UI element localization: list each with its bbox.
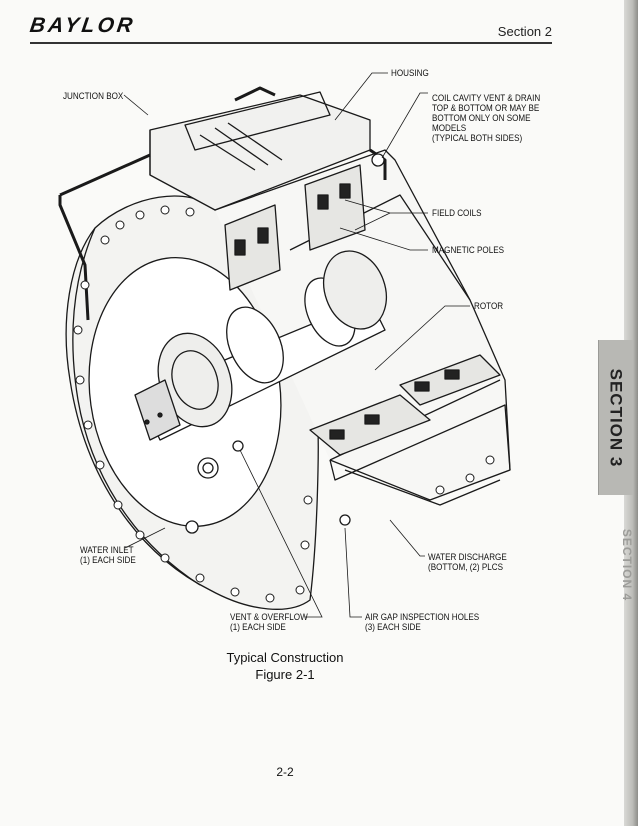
field-coil-lower-right: [399, 354, 501, 406]
callout-housing: HOUSING: [391, 68, 429, 78]
callout-rotor: ROTOR: [474, 301, 504, 311]
callout-air-gap: AIR GAP INSPECTION HOLES (3) EACH SIDE: [365, 612, 480, 632]
shaft-end: [134, 379, 181, 441]
callout-magnetic-poles: MAGNETIC POLES: [432, 245, 505, 255]
next-section-tab: SECTION 4: [620, 510, 634, 620]
pipe-top: [234, 86, 276, 102]
callout-junction-box: JUNCTION BOX: [63, 91, 124, 101]
callout-water-inlet: WATER INLET (1) EACH SIDE: [80, 545, 136, 565]
next-section-tab-label: SECTION 4: [620, 528, 635, 602]
field-coil-upper-left: [224, 204, 281, 291]
callout-vent-overflow: VENT & OVERFLOW (1) EACH SIDE: [230, 612, 308, 632]
rotor-disc-rear: [323, 250, 387, 330]
leader-coil-vent: [381, 92, 428, 159]
leader-water-discharge: [389, 519, 425, 557]
header-rule: [30, 42, 552, 44]
leader-housing: [334, 72, 388, 121]
section-tab-label: SECTION 3: [606, 368, 625, 467]
leader-water-inlet: [124, 527, 166, 549]
pipe-right: [369, 148, 387, 180]
leader-junction-box: [123, 94, 149, 116]
leader-rotor: [374, 305, 470, 371]
leader-field-coils: [344, 199, 428, 231]
pipe-left: [59, 153, 151, 197]
page-number: 2-2: [276, 765, 294, 779]
leader-vent-overflow: [239, 449, 323, 618]
leader-air-gap: [344, 527, 362, 618]
callout-coil-vent: COIL CAVITY VENT & DRAIN TOP & BOTTOM OR…: [432, 93, 541, 143]
section-tab-label-wrap: SECTION 3: [598, 340, 632, 495]
air-gap-hole: [339, 514, 351, 526]
section-label: Section 2: [497, 24, 552, 39]
leader-magnetic-poles: [339, 227, 428, 251]
water-inlet-port: [197, 457, 219, 479]
callout-field-coils: FIELD COILS: [432, 208, 482, 218]
figure-caption-title: Typical Construction: [226, 650, 344, 665]
callout-water-discharge: WATER DISCHARGE (BOTTOM, (2) PLCS: [428, 552, 507, 572]
flange-fitting-lower: [185, 520, 199, 534]
vent-overflow-port: [232, 440, 244, 452]
section-tab[interactable]: [598, 340, 633, 495]
field-coil-lower-left: [309, 394, 431, 456]
right-coil-vent: [371, 153, 385, 167]
figure-caption-number: Figure 2-1: [255, 667, 315, 682]
